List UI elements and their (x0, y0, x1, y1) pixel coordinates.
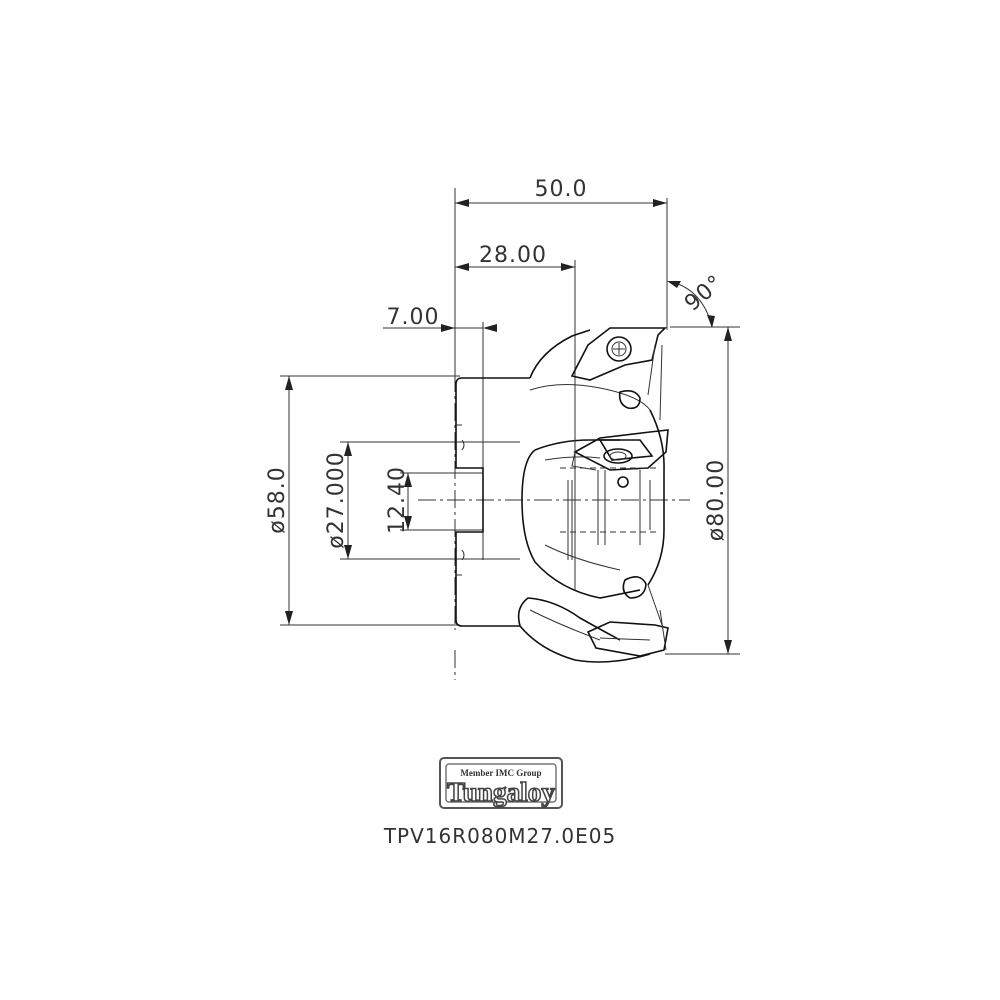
logo-tagline: Member IMC Group (460, 768, 541, 778)
logo-brand: Tungaloy (447, 777, 555, 807)
part-code: TPV16R080M27.0E05 (383, 824, 616, 848)
tungaloy-logo: Member IMC Group Tungaloy (439, 757, 563, 809)
dim-label-keyway: 12.40 (385, 466, 410, 534)
dim-label-58: ø58.0 (265, 466, 290, 533)
dim-length-7: 7.00 (383, 305, 497, 560)
dim-dia-58: ø58.0 (265, 375, 460, 626)
dim-label-50: 50.0 (535, 177, 588, 202)
dim-label-27: ø27.000 (324, 451, 349, 548)
dim-dia-27: ø27.000 (324, 441, 520, 560)
dim-dia-80: ø80.00 (665, 326, 740, 655)
dim-label-80: ø80.00 (704, 459, 729, 541)
center-lines (418, 374, 690, 680)
dim-angle-90: 90° (667, 270, 728, 328)
dim-label-28: 28.00 (479, 243, 547, 268)
dim-label-7: 7.00 (387, 305, 440, 330)
dim-label-angle: 90° (680, 270, 728, 316)
dim-keyway: 12.40 (385, 466, 483, 534)
cutter-body (455, 327, 669, 663)
dim-overall-length: 50.0 (454, 177, 668, 378)
dim-length-28: 28.00 (455, 243, 576, 560)
